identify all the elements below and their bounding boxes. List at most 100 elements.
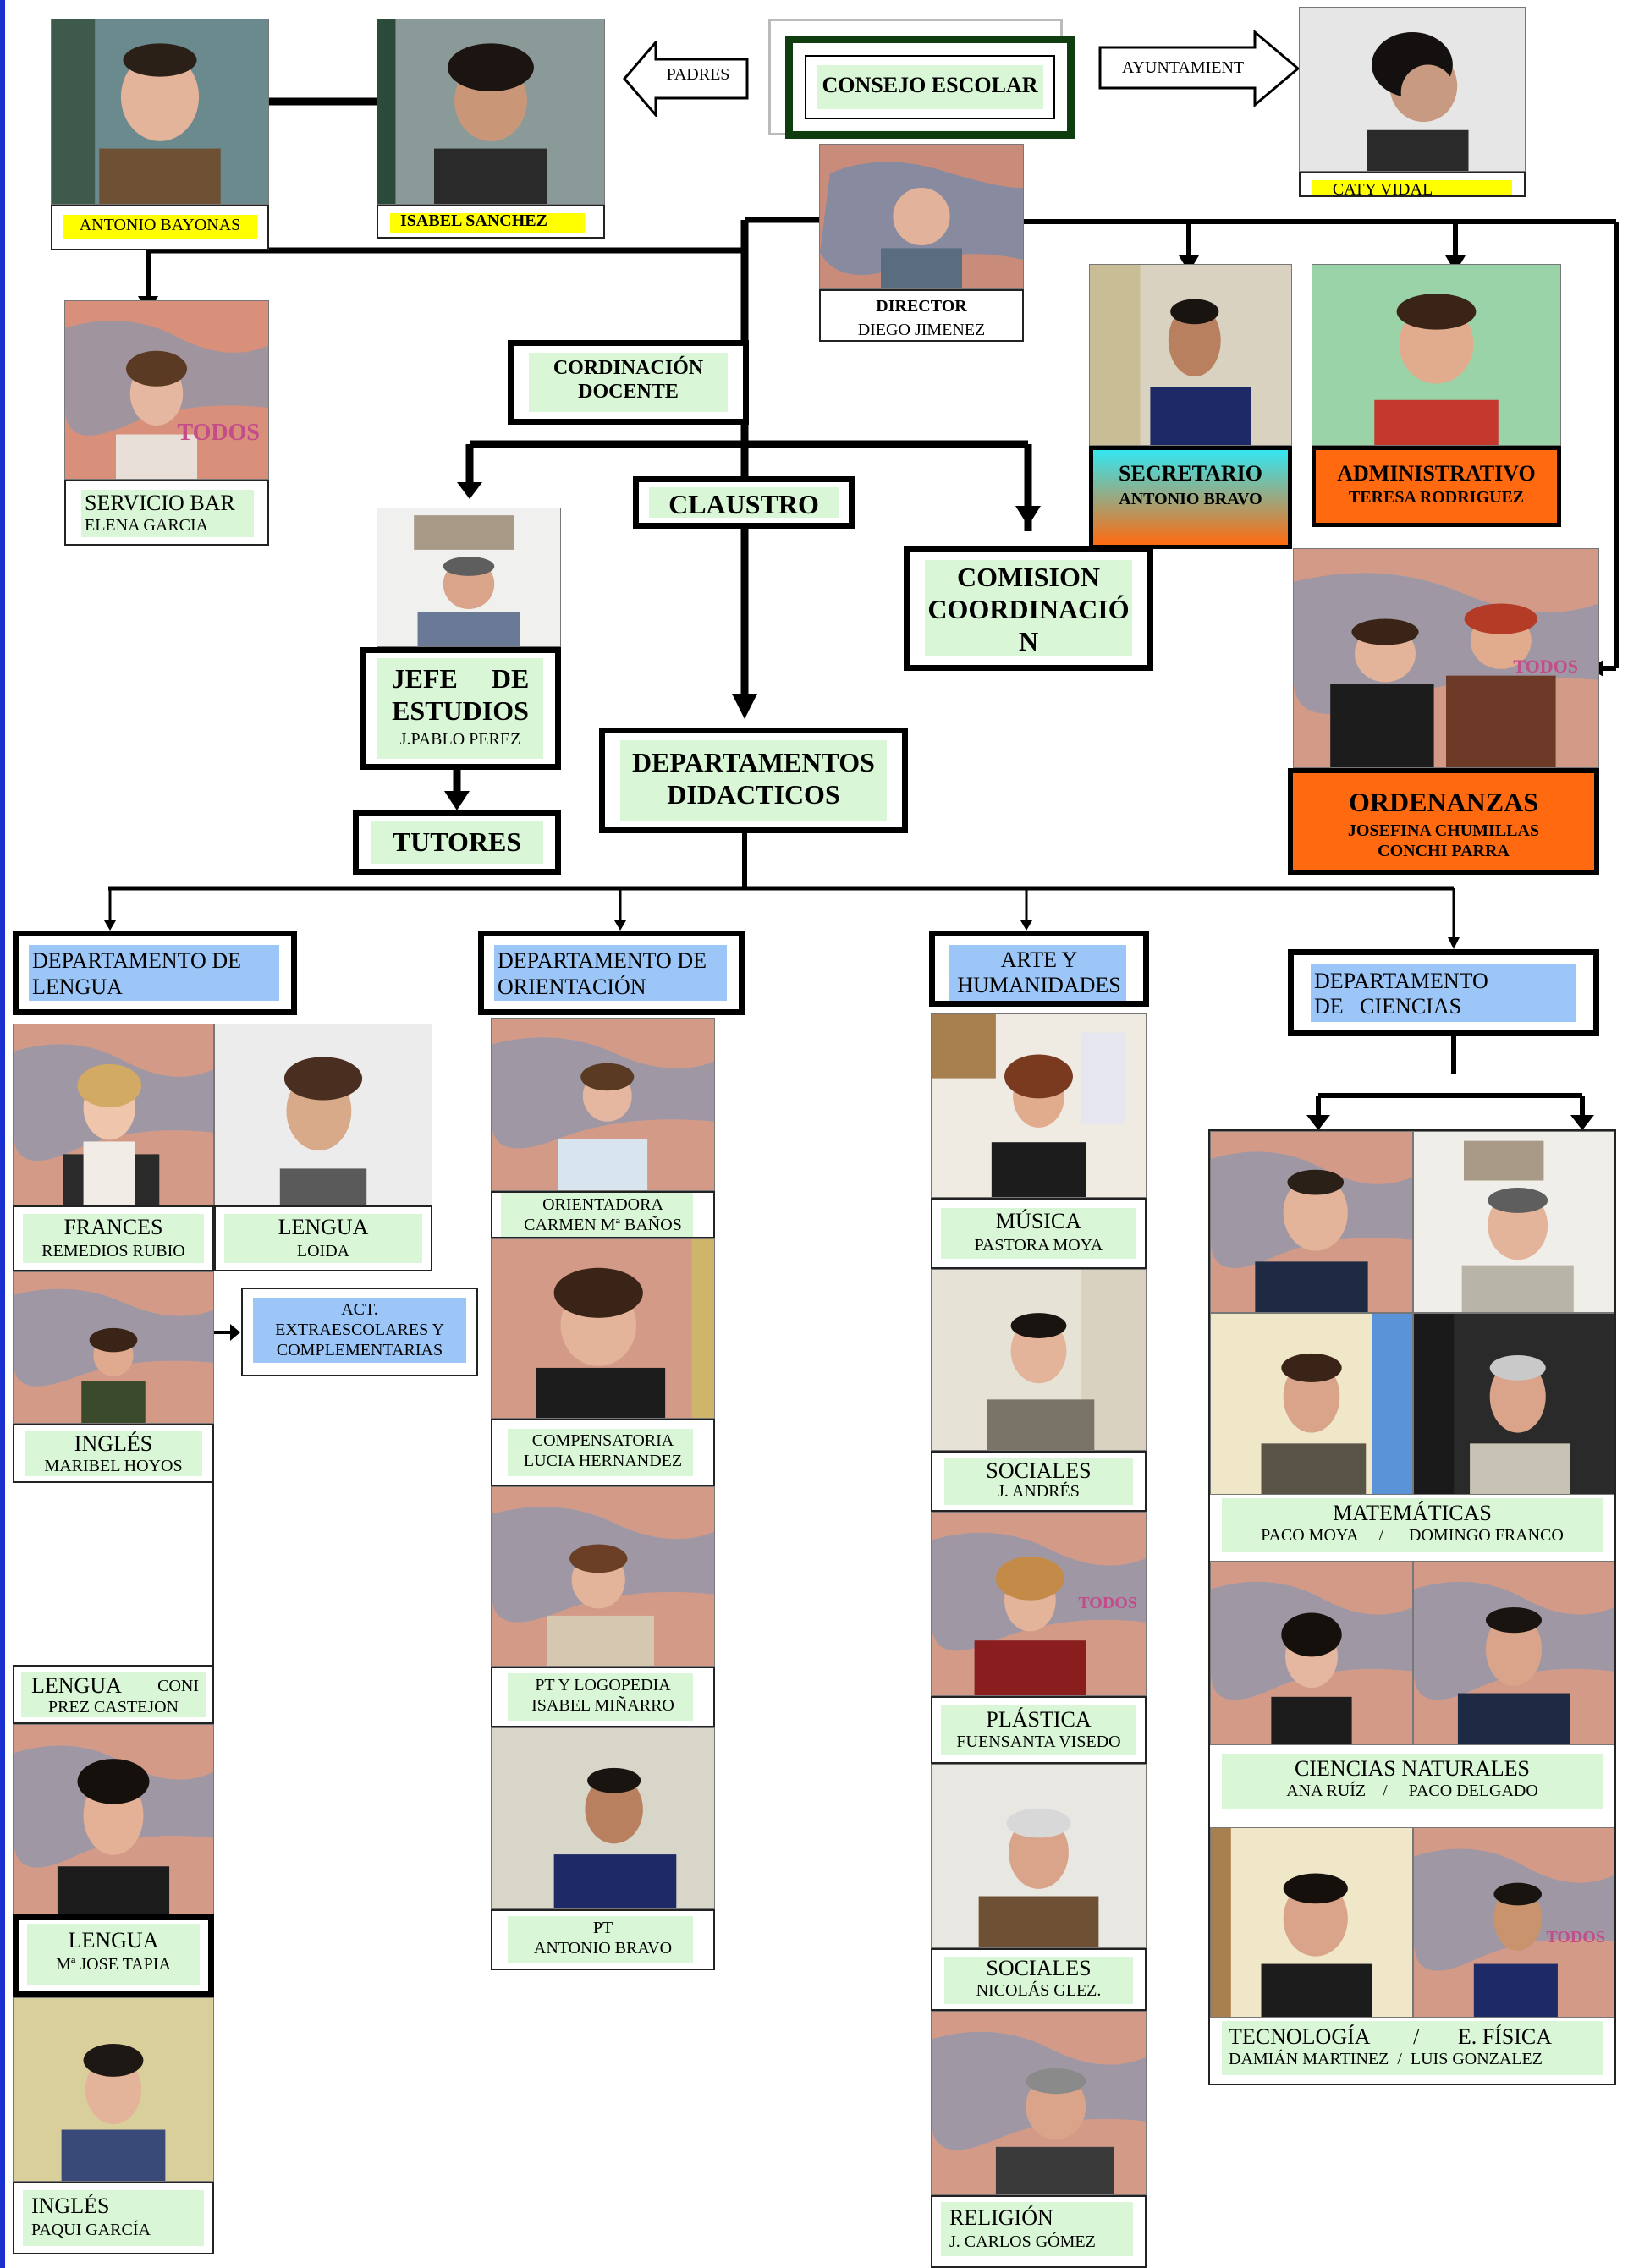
ciencias-naturales-role: CIENCIAS NATURALES: [1294, 1756, 1531, 1781]
act-line2: EXTRAESCOLARES Y: [275, 1321, 444, 1339]
sociales-nicolas-name: NICOLÁS GLEZ.: [976, 1981, 1102, 2000]
photo-naturales-paco: [1413, 1561, 1614, 1745]
photo-mates-3: [1210, 1313, 1413, 1495]
sociales-nicolas-label: SOCIALES NICOLÁS GLEZ.: [931, 1948, 1147, 2011]
comision-line3: N: [1018, 626, 1039, 656]
claustro-label: CLAUSTRO: [668, 489, 819, 519]
sociales-andres-role: SOCIALES: [986, 1458, 1092, 1483]
religion-role: RELIGIÓN: [949, 2205, 1053, 2230]
photo-ingles-maribel: [13, 1271, 214, 1424]
photo-frances: [13, 1024, 214, 1205]
pt-logopedia-role: PT Y LOGOPEDIA: [535, 1676, 671, 1694]
lengua-coni-extra: CONI: [157, 1677, 199, 1695]
dept-arte-header: ARTE Y HUMANIDADES: [929, 931, 1149, 1007]
tutores-box: TUTORES: [353, 810, 561, 875]
photo-lengua-tapia: [13, 1724, 214, 1914]
servicio-bar-label: SERVICIO BAR ELENA GARCIA: [64, 480, 269, 546]
orientadora-role: ORIENTADORA: [542, 1195, 663, 1214]
matematicas-role: MATEMÁTICAS: [1333, 1501, 1492, 1525]
pt-logopedia-label: PT Y LOGOPEDIA ISABEL MIÑARRO: [491, 1667, 715, 1727]
lengua-loida-label: LENGUA LOIDA: [214, 1205, 432, 1271]
ciencias-naturales-names: ANA RUÍZ / PACO DELGADO: [1286, 1782, 1538, 1800]
ordenanzas-name-1: JOSEFINA CHUMILLAS: [1347, 821, 1540, 840]
coordinacion-docente-box: CORDINACIÓN DOCENTE: [508, 340, 749, 425]
lengua-tapia-name: Mª JOSE TAPIA: [56, 1955, 171, 1974]
photo-mates-4: [1413, 1313, 1614, 1495]
photo-plastica: TODOS: [931, 1512, 1147, 1696]
dept-lengua-header: DEPARTAMENTO DE LENGUA: [13, 931, 297, 1015]
ordenanzas-role: ORDENANZAS: [1348, 787, 1539, 817]
photo-isabel-sanchez: [377, 19, 605, 205]
religion-name: J. CARLOS GÓMEZ: [949, 2232, 1096, 2251]
ordenanzas-label: ORDENANZAS JOSEFINA CHUMILLAS CONCHI PAR…: [1288, 768, 1599, 875]
administrativo-name: TERESA RODRIGUEZ: [1348, 488, 1525, 507]
director-label: DIRECTOR DIEGO JIMENEZ: [819, 289, 1024, 342]
director-name: DIEGO JIMENEZ: [857, 321, 986, 339]
director-role: DIRECTOR: [876, 297, 967, 316]
todos-text: TODOS: [177, 420, 260, 446]
pt-antonio-role: PT: [592, 1919, 613, 1937]
sociales-andres-name: J. ANDRÉS: [998, 1482, 1080, 1501]
padres-label: PADRES: [666, 65, 730, 84]
photo-tecnologia: [1210, 1827, 1413, 2018]
ingles-paqui-label: INGLÉS PAQUI GARCÍA: [13, 2182, 214, 2254]
jefe-name: J.PABLO PEREZ: [399, 730, 521, 749]
photo-jefe-estudios: [377, 508, 561, 647]
frances-role: FRANCES: [63, 1215, 163, 1239]
antonio-bayonas-name: ANTONIO BAYONAS: [79, 216, 241, 234]
matematicas-names: PACO MOYA / DOMINGO FRANCO: [1261, 1526, 1564, 1545]
lengua-coni-role: LENGUA: [31, 1673, 122, 1698]
dept-ciencias-header: DEPARTAMENTO DE CIENCIAS: [1288, 949, 1599, 1036]
musica-label: MÚSICA PASTORA MOYA: [931, 1198, 1147, 1269]
religion-label: RELIGIÓN J. CARLOS GÓMEZ: [931, 2195, 1147, 2268]
orientadora-label: ORIENTADORA CARMEN Mª BAÑOS: [491, 1191, 715, 1238]
act-line3: COMPLEMENTARIAS: [276, 1341, 443, 1359]
photo-sociales-nicolas: [931, 1764, 1147, 1948]
caty-vidal-label: CATY VIDAL: [1299, 172, 1526, 197]
dept-arte-line1: ARTE Y: [1000, 947, 1078, 972]
claustro-box: CLAUSTRO: [633, 476, 855, 529]
photo-pt-logopedia: [491, 1486, 715, 1667]
comision-line2: COORDINACIÓ: [927, 594, 1130, 624]
comision-coordinacion-box: COMISION COORDINACIÓ N: [904, 546, 1153, 671]
tecnologia-names: DAMIÁN MARTINEZ / LUIS GONZALEZ: [1229, 2050, 1543, 2068]
lengua-coni-photo-placeholder: [13, 1483, 214, 1665]
compensatoria-name: LUCIA HERNANDEZ: [523, 1452, 683, 1470]
page-left-border: [0, 0, 5, 2268]
comision-line1: COMISION: [957, 562, 1100, 592]
pt-antonio-label: PT ANTONIO BRAVO: [491, 1909, 715, 1970]
tutores-label: TUTORES: [392, 826, 522, 857]
photo-naturales-ana: [1210, 1561, 1413, 1745]
servicio-bar-role: SERVICIO BAR: [85, 491, 235, 515]
ordenanzas-name-2: CONCHI PARRA: [1378, 842, 1510, 860]
musica-role: MÚSICA: [995, 1209, 1082, 1233]
act-line1: ACT.: [341, 1300, 378, 1319]
dept-arte-line2: HUMANIDADES: [957, 973, 1121, 997]
jefe-line1: JEFE DE: [391, 663, 530, 694]
secretario-name: ANTONIO BRAVO: [1119, 490, 1262, 508]
servicio-bar-name: ELENA GARCIA: [85, 516, 209, 535]
lengua-coni-label: LENGUA CONI PREZ CASTEJON: [13, 1665, 214, 1724]
consejo-escolar-box: CONSEJO ESCOLAR: [785, 36, 1075, 139]
photo-director: [819, 144, 1024, 289]
jefe-line2: ESTUDIOS: [392, 695, 529, 726]
tecnologia-role: TECNOLOGÍA / E. FÍSICA: [1229, 2024, 1553, 2049]
ayuntamiento-arrow: AYUNTAMIENT: [1098, 30, 1301, 107]
plastica-name: FUENSANTA VISEDO: [956, 1733, 1121, 1751]
photo-musica: [931, 1013, 1147, 1198]
plastica-label: PLÁSTICA FUENSANTA VISEDO: [931, 1696, 1147, 1764]
tecnologia-label: TECNOLOGÍA / E. FÍSICA DAMIÁN MARTINEZ /…: [1210, 2018, 1614, 2084]
compensatoria-role: COMPENSATORIA: [531, 1431, 674, 1450]
secretario-role: SECRETARIO: [1118, 461, 1262, 486]
secretario-label: SECRETARIO ANTONIO BRAVO: [1089, 446, 1292, 549]
pt-antonio-name: ANTONIO BRAVO: [533, 1939, 673, 1958]
photo-religion: [931, 2011, 1147, 2195]
ciencias-naturales-label: CIENCIAS NATURALES ANA RUÍZ / PACO DELGA…: [1210, 1745, 1614, 1815]
dept-orientacion-header: DEPARTAMENTO DE ORIENTACIÓN: [478, 931, 745, 1015]
ciencias-group: [1208, 1129, 1616, 2085]
consejo-escolar-label: CONSEJO ESCOLAR: [822, 73, 1038, 97]
departamentos-line2: DIDACTICOS: [667, 779, 840, 810]
antonio-bayonas-label: ANTONIO BAYONAS: [51, 205, 269, 250]
orientadora-name: CARMEN Mª BAÑOS: [524, 1216, 682, 1234]
